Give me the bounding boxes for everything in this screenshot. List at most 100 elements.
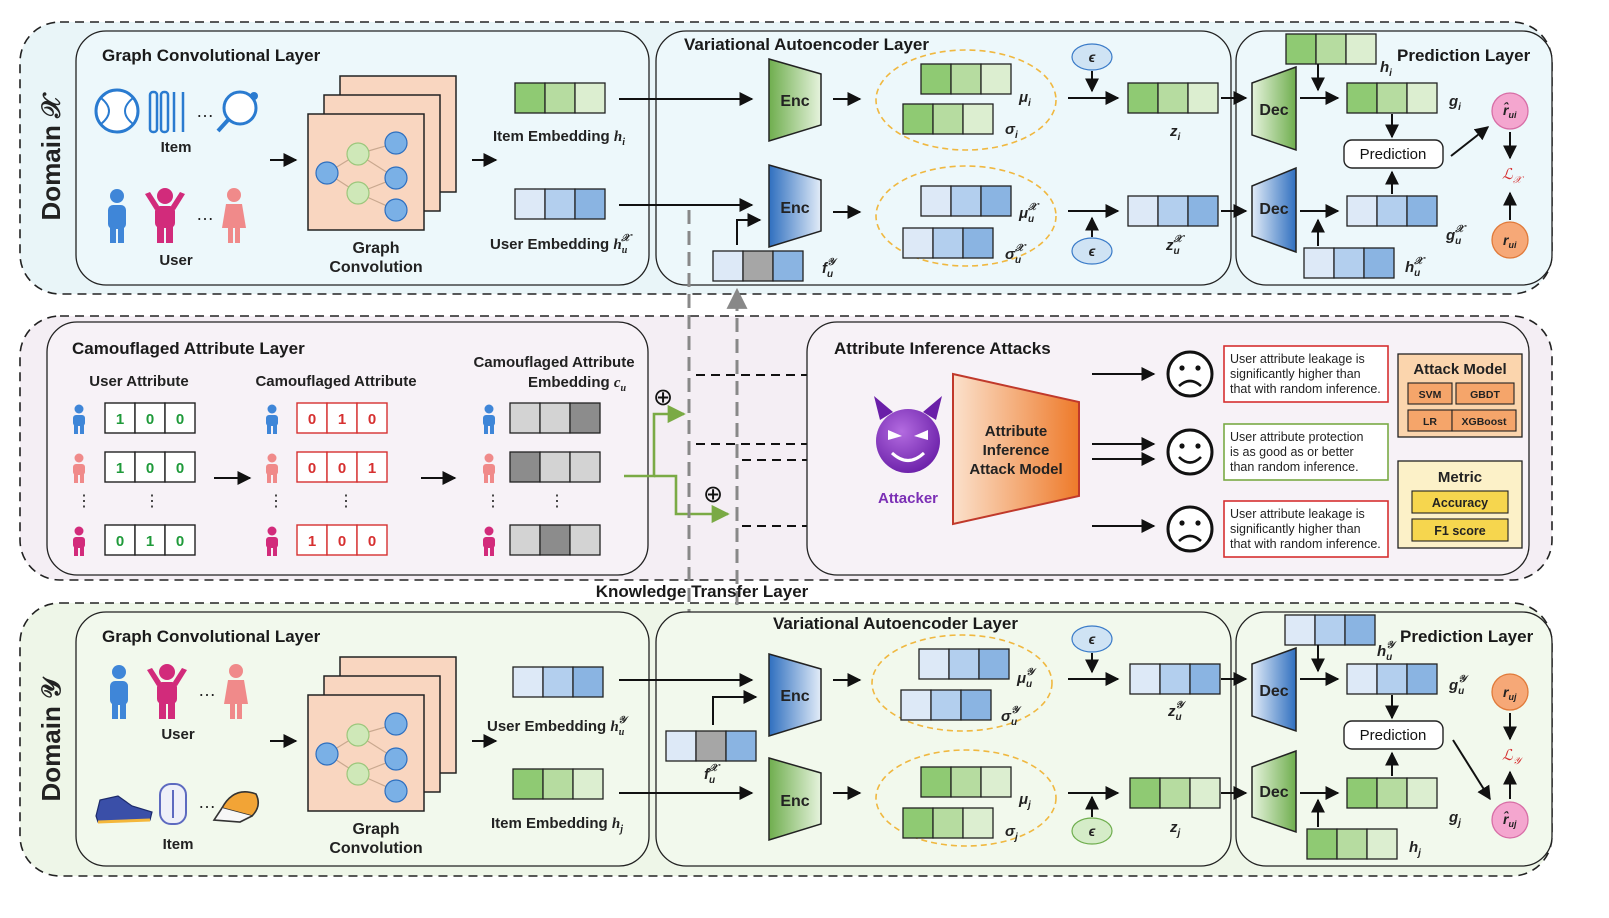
vector-cell bbox=[544, 188, 576, 220]
h-vector bbox=[1306, 828, 1398, 860]
vector-cell bbox=[695, 730, 727, 762]
user-attribute-header: User Attribute bbox=[89, 373, 188, 390]
vector-cell bbox=[1187, 195, 1219, 227]
vector-cell bbox=[932, 807, 964, 839]
vector-cell bbox=[1406, 195, 1438, 227]
sad-face-icon bbox=[1166, 505, 1214, 553]
outcome-text: User attribute leakage is bbox=[1230, 507, 1365, 521]
vector-cell bbox=[1157, 195, 1189, 227]
camo-embedding-cell bbox=[509, 402, 541, 434]
sigma-vector bbox=[900, 689, 992, 721]
camo-embedding-cell bbox=[509, 524, 541, 556]
user-blue-icon bbox=[108, 189, 126, 243]
vector-cell bbox=[1315, 33, 1347, 65]
attribute-value: 0 bbox=[308, 460, 316, 477]
z-vector bbox=[1129, 777, 1221, 809]
r-node bbox=[1491, 221, 1529, 259]
epsilon-label: ϵ bbox=[1089, 243, 1096, 259]
vector-cell bbox=[1345, 33, 1377, 65]
attribute-cell bbox=[356, 451, 388, 483]
encoder-label: Enc bbox=[780, 93, 809, 110]
graph-conv-label-y-2: Convolution bbox=[329, 840, 422, 857]
vector-cell bbox=[574, 188, 606, 220]
h-label: hi bbox=[1380, 59, 1392, 79]
vector-cell bbox=[930, 689, 962, 721]
sigma-label: σj bbox=[1005, 823, 1018, 843]
loss-label: ℒ𝒳 bbox=[1502, 166, 1525, 186]
vector-cell bbox=[1366, 828, 1398, 860]
vector-cell bbox=[1346, 777, 1378, 809]
camo-embedding-header-2: Embedding cu bbox=[528, 374, 627, 394]
graph-conv-label-x-2: Convolution bbox=[329, 259, 422, 276]
vector-cell bbox=[512, 666, 544, 698]
vector-cell bbox=[1127, 195, 1159, 227]
vector-cell bbox=[950, 766, 982, 798]
attribute-cell bbox=[164, 402, 196, 434]
vector-cell bbox=[1376, 663, 1408, 695]
user-pink-icon bbox=[222, 188, 246, 243]
camo-embedding-cell bbox=[539, 451, 571, 483]
prediction-label: Prediction bbox=[1360, 727, 1427, 744]
vector-cell bbox=[1346, 195, 1378, 227]
h-vector bbox=[1284, 614, 1376, 646]
decoder-item-x bbox=[1251, 65, 1297, 152]
sneaker-icon bbox=[95, 795, 153, 824]
outcome-text: User attribute protection bbox=[1230, 430, 1363, 444]
decoder-label: Dec bbox=[1259, 102, 1288, 119]
vector-cell bbox=[1406, 663, 1438, 695]
f-label: fu𝒴 bbox=[822, 257, 838, 280]
camo-embedding-cell bbox=[569, 451, 601, 483]
item-icons-x: … bbox=[94, 88, 258, 134]
vae-y-title: Variational Autoencoder Layer bbox=[773, 614, 1018, 633]
user-embedding-y-vector bbox=[512, 666, 604, 698]
attribute-value: 0 bbox=[146, 411, 154, 428]
outcome-text: User attribute leakage is bbox=[1230, 352, 1365, 366]
purifier-icon bbox=[159, 783, 187, 825]
epsilon-label: ϵ bbox=[1089, 49, 1096, 65]
latent-ellipse-item-y bbox=[875, 749, 1057, 847]
domain-y-label: Domain 𝒴 bbox=[36, 676, 66, 802]
user-icon bbox=[73, 526, 85, 556]
user-icon bbox=[483, 526, 495, 556]
attribute-value: 1 bbox=[146, 533, 154, 550]
vector-cell bbox=[1376, 82, 1408, 114]
outcome-box bbox=[1223, 345, 1389, 403]
user-magenta-icon bbox=[145, 188, 185, 243]
vector-cell bbox=[918, 648, 950, 680]
epsilon-node bbox=[1071, 237, 1113, 265]
attribute-value: 0 bbox=[176, 460, 184, 477]
attack-model-label-2: Inference bbox=[983, 442, 1050, 459]
prediction-box bbox=[1343, 139, 1444, 169]
vector-cell bbox=[902, 807, 934, 839]
sigma-label: σi bbox=[1005, 121, 1018, 141]
rhat-node bbox=[1491, 801, 1529, 839]
z-vector bbox=[1129, 663, 1221, 695]
g-label: gu𝒳 bbox=[1445, 224, 1467, 247]
item-embedding-x-label: Item Embedding hi bbox=[493, 128, 625, 148]
vector-cell bbox=[1187, 82, 1219, 114]
encoder-label: Enc bbox=[780, 793, 809, 810]
r-label: rui bbox=[1503, 232, 1517, 250]
f-label: fu𝒳 bbox=[704, 763, 721, 786]
h-label: hu𝒳 bbox=[1405, 256, 1426, 279]
ellipsis-icon: ⋮ bbox=[76, 493, 92, 510]
mu-label: μj bbox=[1018, 791, 1031, 811]
outcome-text: that with random inference. bbox=[1230, 382, 1381, 396]
attack-model-label-3: Attack Model bbox=[969, 461, 1062, 478]
vector-cell bbox=[1363, 247, 1395, 279]
metric-item-label: F1 score bbox=[1434, 524, 1485, 538]
user-icon bbox=[483, 453, 495, 483]
h-vector bbox=[1285, 33, 1377, 65]
attack-model-label-1: Attribute bbox=[985, 423, 1048, 440]
epsilon-label: ϵ bbox=[1089, 823, 1096, 839]
ellipsis-icon: ⋮ bbox=[485, 493, 501, 510]
user-icon bbox=[73, 404, 85, 434]
r-label: ruj bbox=[1503, 684, 1517, 702]
attribute-value: 0 bbox=[338, 460, 346, 477]
graph-conv-label-x: Graph bbox=[352, 240, 399, 257]
outcome-box bbox=[1223, 423, 1389, 481]
vector-cell bbox=[1159, 663, 1191, 695]
vector-cell bbox=[725, 730, 757, 762]
vector-cell bbox=[978, 648, 1010, 680]
vector-cell bbox=[1336, 828, 1368, 860]
